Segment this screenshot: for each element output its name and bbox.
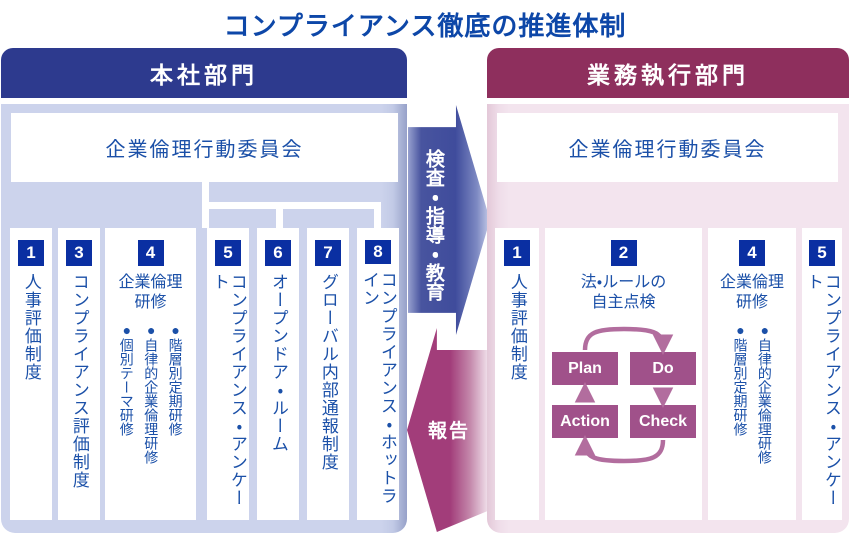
pdca-plan-box: Plan [552, 352, 618, 385]
left-panel-header: 本社部門 [1, 48, 407, 98]
number-badge: 1 [504, 240, 530, 266]
bullet-item: ●自律的企業倫理研修 [756, 322, 773, 464]
inspection-guidance-arrow: 検査・指導・教育 [408, 105, 490, 335]
left-committee-label: 企業倫理行動委員会 [105, 139, 304, 161]
number-badge: 5 [215, 240, 241, 266]
column-label: 企業倫理研修 [118, 274, 183, 311]
number-badge: 4 [137, 240, 164, 266]
left-column-8: 8 コンプライアンス・ホットライン [357, 228, 399, 520]
arrow-left-label: 報告 [427, 421, 470, 442]
number-badge: 2 [610, 240, 637, 266]
left-column-1: 1 人事評価制度 [10, 228, 52, 520]
column-label-line2: 自主点検 [591, 294, 656, 311]
right-column-1: 1 人事評価制度 [495, 228, 539, 520]
column-label: 企業倫理研修 [719, 274, 784, 311]
right-panel-body: 企業倫理行動委員会 1 人事評価制度 2 法・ルールの 自主点検 Plan Do… [487, 104, 849, 533]
column-label: 人事評価制度 [507, 273, 527, 381]
number-badge: 5 [809, 240, 835, 266]
left-column-7: 7 グローバル内部通報制度 [307, 228, 349, 520]
right-panel-header: 業務執行部門 [487, 48, 849, 98]
left-column-5: 5 コンプライアンス・アンケート [207, 228, 249, 520]
column-label: コンプライアンス・ホットライン [360, 270, 397, 505]
connector-bar [202, 202, 381, 209]
left-column-3: 3 コンプライアンス評価制度 [58, 228, 100, 520]
left-panel-body: 企業倫理行動委員会 1 人事評価制度 3 コンプライアンス評価制度 4 企業倫理… [1, 104, 407, 533]
left-column-4: 4 企業倫理研修 ●階層別定期研修 ●自律的企業倫理研修 ●個別テーマ研修 [105, 228, 196, 520]
page-title: コンプライアンス徹底の推進体制 [223, 11, 627, 41]
connector-drop-right [374, 202, 381, 228]
column-label: グローバル内部通報制度 [318, 273, 338, 471]
column-label: 人事評価制度 [21, 273, 41, 381]
number-badge: 1 [18, 240, 44, 266]
column-label-line1: 法・ルールの [580, 274, 667, 291]
right-committee-box: 企業倫理行動委員会 [497, 113, 838, 182]
number-badge: 4 [739, 240, 765, 266]
column-label: コンプライアンス・アンケート [210, 272, 247, 507]
bullet-list: ●自律的企業倫理研修 ●階層別定期研修 [732, 322, 773, 464]
left-panel-header-label: 本社部門 [150, 62, 258, 88]
left-committee-box: 企業倫理行動委員会 [11, 113, 398, 182]
bullet-item: ●個別テーマ研修 [118, 322, 135, 436]
column-label: コンプライアンス評価制度 [69, 273, 89, 489]
pdca-check-box: Check [630, 405, 696, 438]
arrow-right-label: 検査・指導・教育 [422, 149, 444, 301]
bullet-list: ●階層別定期研修 ●自律的企業倫理研修 ●個別テーマ研修 [118, 322, 184, 464]
right-column-2: 2 法・ルールの 自主点検 Plan Do Action Check [545, 228, 702, 520]
bullet-item: ●階層別定期研修 [732, 322, 749, 436]
connector-drop-mid [276, 202, 283, 228]
report-arrow: 報告 [407, 328, 490, 532]
right-column-4: 4 企業倫理研修 ●自律的企業倫理研修 ●階層別定期研修 [708, 228, 796, 520]
right-committee-label: 企業倫理行動委員会 [568, 139, 767, 161]
left-column-6: 6 オープンドア・ルーム [257, 228, 299, 520]
number-badge: 6 [265, 240, 291, 266]
column-label: 法・ルールの 自主点検 [559, 273, 689, 313]
number-badge: 7 [315, 240, 341, 266]
bullet-item: ●階層別定期研修 [167, 322, 184, 436]
pdca-action-box: Action [552, 405, 618, 438]
number-badge: 8 [365, 240, 391, 264]
right-panel-header-label: 業務執行部門 [587, 62, 749, 88]
right-column-5: 5 コンプライアンス・アンケート [802, 228, 842, 520]
column-label: コンプライアンス・アンケート [804, 272, 841, 507]
number-badge: 3 [66, 240, 92, 266]
bullet-item: ●自律的企業倫理研修 [143, 322, 160, 464]
pdca-do-box: Do [630, 352, 696, 385]
column-label: オープンドア・ルーム [268, 273, 288, 453]
